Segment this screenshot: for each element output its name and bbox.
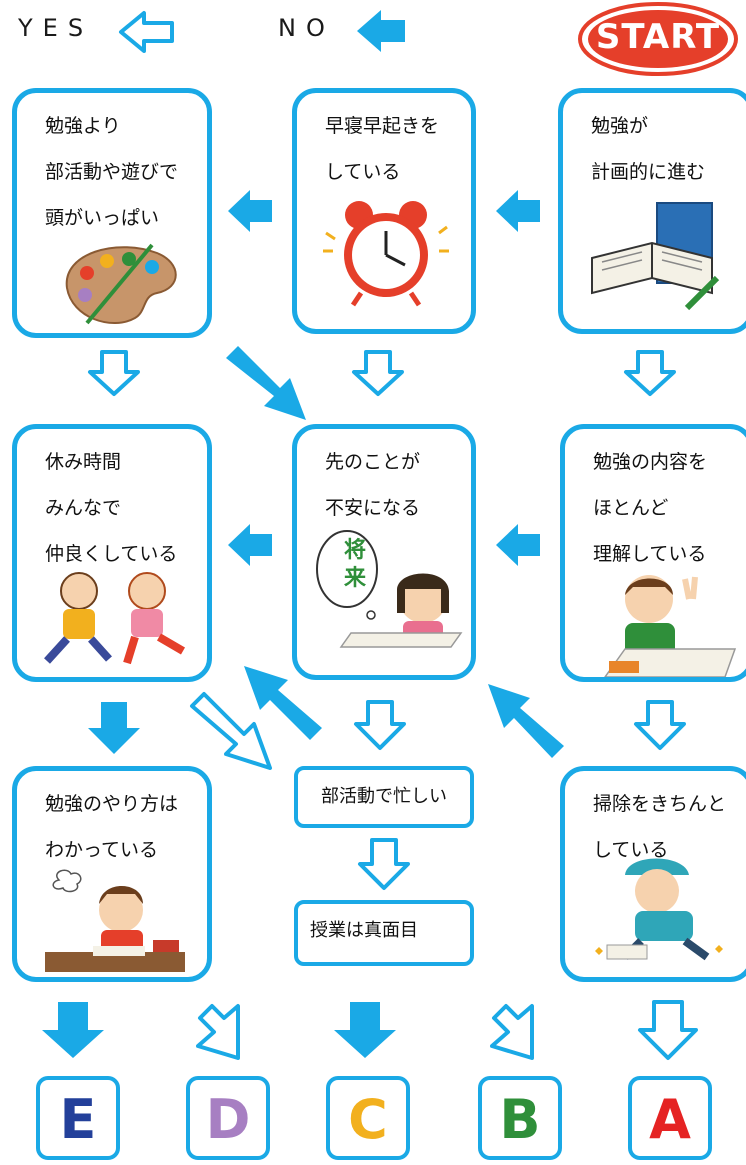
result-letter-B: B xyxy=(499,1088,541,1151)
yes-arrow-icon xyxy=(354,700,406,750)
question-box-serious-class: 授業は真面目 xyxy=(294,900,474,966)
playing-children-icon xyxy=(44,572,186,665)
question-text: 休み時間 みんなで 仲良くしている xyxy=(45,451,178,565)
result-letter-A: A xyxy=(649,1088,691,1151)
yes-outline-arrow-icon xyxy=(119,11,174,53)
question-box-early-sleep: 早寝早起きを している xyxy=(292,88,476,334)
question-text: 早寝早起きを している xyxy=(325,115,440,183)
question-text: 先のことが 不安になる xyxy=(325,451,421,519)
no-arrow-icon xyxy=(88,702,140,754)
no-arrow-icon xyxy=(228,190,272,232)
result-letter-E: E xyxy=(59,1088,97,1151)
question-box-club-play: 勉強より 部活動や遊びで 頭がいっぱい xyxy=(12,88,212,338)
studying-child-icon xyxy=(604,575,737,677)
question-text: 勉強の内容を ほとんど 理解している xyxy=(593,451,708,565)
no-arrow-icon xyxy=(496,190,540,232)
question-box-study-method: 勉強のやり方は わかっている xyxy=(12,766,212,982)
question-box-understand: 勉強の内容を ほとんど 理解している xyxy=(560,424,746,682)
question-box-busy-club: 部活動で忙しい xyxy=(294,766,474,828)
yes-diagonal-arrow-icon xyxy=(190,692,272,770)
yes-arrow-icon xyxy=(358,838,410,890)
palette-icon xyxy=(65,243,177,325)
question-text: 勉強より 部活動や遊びで 頭がいっぱい xyxy=(45,115,179,229)
no-legend-label: NO xyxy=(278,14,335,42)
no-arrow-icon xyxy=(496,524,540,566)
no-arrow-icon xyxy=(334,1002,396,1058)
yes-arrow-icon xyxy=(638,1000,698,1060)
question-box-future-anxiety: 先のことが 不安になる 将 来 xyxy=(292,424,476,680)
question-box-break-friends: 休み時間 みんなで 仲良くしている xyxy=(12,424,212,682)
question-text: 勉強のやり方は わかっている xyxy=(45,793,179,861)
yes-arrow-icon xyxy=(624,350,676,396)
result-letter-C: C xyxy=(348,1088,388,1151)
no-arrow-icon xyxy=(228,524,272,566)
start-badge: START xyxy=(578,2,738,80)
result-box-A: A xyxy=(628,1076,712,1160)
yes-arrow-icon xyxy=(88,350,140,396)
result-box-D: D xyxy=(186,1076,270,1160)
yes-arrow-icon xyxy=(634,700,686,750)
result-box-B: B xyxy=(478,1076,562,1160)
thinking-child-icon xyxy=(316,530,463,648)
cleaning-child-icon xyxy=(595,858,723,961)
question-box-cleaning: 掃除をきちんと している xyxy=(560,766,746,982)
start-label: START xyxy=(595,17,721,57)
question-text: 勉強が 計画的に進む xyxy=(591,115,706,183)
result-box-E: E xyxy=(36,1076,120,1160)
no-diagonal-up-arrow-icon xyxy=(244,666,322,740)
result-letter-D: D xyxy=(205,1088,251,1151)
yes-legend-label: YES xyxy=(18,14,94,42)
confused-student-icon xyxy=(45,869,185,972)
yes-diagonal-down-arrow-icon xyxy=(490,1004,534,1060)
result-box-C: C xyxy=(326,1076,410,1160)
no-diagonal-up-arrow-icon xyxy=(488,684,564,758)
future-bubble-label: 将 来 xyxy=(343,538,366,591)
no-arrow-icon xyxy=(42,1002,104,1058)
no-diagonal-arrow-icon xyxy=(226,346,306,420)
yes-arrow-icon xyxy=(352,350,404,396)
question-text: 掃除をきちんと している xyxy=(593,793,727,861)
no-filled-arrow-icon xyxy=(357,10,405,52)
book-icon xyxy=(591,202,720,311)
yes-diagonal-down-arrow-icon xyxy=(196,1004,240,1060)
question-box-study-plan: 勉強が 計画的に進む xyxy=(558,88,746,334)
start-badge-icon xyxy=(578,2,738,76)
alarm-clock-icon xyxy=(323,201,449,307)
